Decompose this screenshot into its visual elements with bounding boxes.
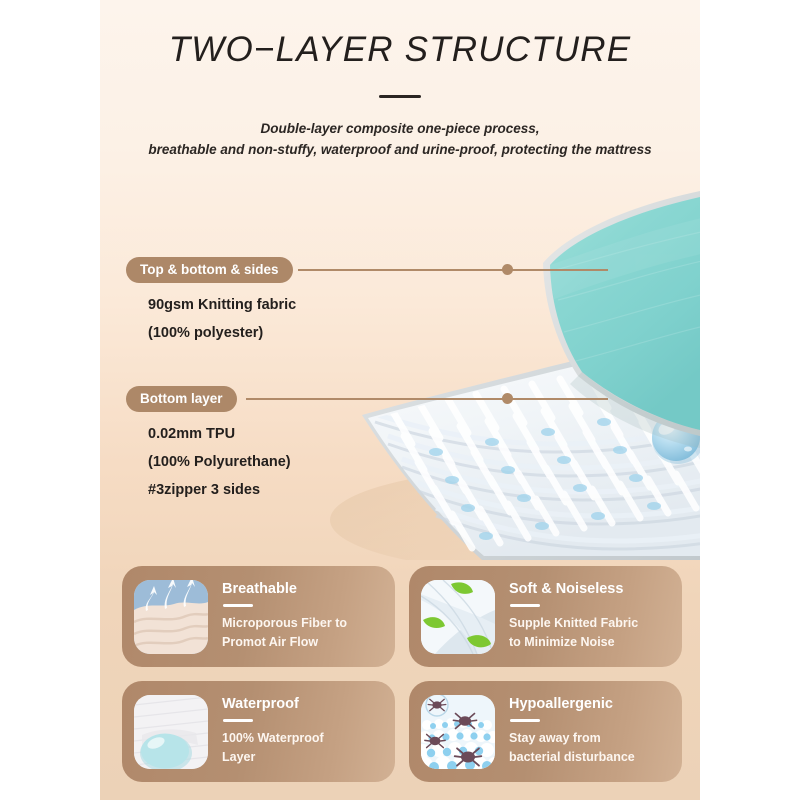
feature-desc-hypoallergenic-line-1: Stay away from [509, 730, 601, 745]
feature-card-text-soft-noiseless: Soft & Noiseless Supple Knitted Fabric t… [495, 581, 646, 652]
callout-top-line-1: 90gsm Knitting fabric [148, 297, 297, 313]
feature-desc-breathable-line-2: Promot Air Flow [222, 634, 319, 649]
leader-dot-top-layer [502, 264, 513, 275]
callout-bottom-line-1: 0.02mm TPU [148, 426, 236, 442]
page-title: TWO−LAYER STRUCTURE [168, 30, 632, 69]
callout-lines-bottom-layer: 0.02mm TPU (100% Polyurethane) #3zipper … [126, 420, 291, 504]
feature-card-soft-noiseless[interactable]: Soft & Noiseless Supple Knitted Fabric t… [409, 566, 682, 667]
title-divider [379, 95, 421, 98]
callout-pill-bottom-layer: Bottom layer [126, 386, 237, 412]
callout-pill-top-layer: Top & bottom & sides [126, 257, 293, 283]
feature-divider-soft-noiseless [510, 604, 540, 607]
feature-card-text-waterproof: Waterproof 100% Waterproof Layer [208, 696, 332, 767]
callout-bottom-layer: Bottom layer 0.02mm TPU (100% Polyuretha… [126, 386, 291, 504]
feature-card-hypoallergenic[interactable]: Hypoallergenic Stay away from bacterial … [409, 681, 682, 782]
feature-card-grid: Breathable Microporous Fiber to Promot A… [122, 566, 682, 782]
feature-desc-soft-noiseless-line-2: to Minimize Noise [509, 634, 615, 649]
leader-line-bottom-layer [246, 398, 608, 400]
feature-card-waterproof[interactable]: Waterproof 100% Waterproof Layer [122, 681, 395, 782]
leader-line-top-layer [298, 269, 608, 271]
subtitle-line-1: Double-layer composite one-piece process… [260, 121, 540, 136]
feature-desc-hypoallergenic-line-2: bacterial disturbance [509, 749, 635, 764]
callout-bottom-line-3: #3zipper 3 sides [148, 482, 261, 498]
dust-mite-lattice-thumbnail [421, 694, 495, 769]
soft-knitted-fabric-leaves-thumbnail [421, 579, 495, 654]
water-droplet-on-fabric-thumbnail [134, 694, 208, 769]
callout-top-layer: Top & bottom & sides 90gsm Knitting fabr… [126, 257, 296, 347]
product-illustration [330, 191, 700, 560]
feature-desc-breathable-line-1: Microporous Fiber to [222, 615, 347, 630]
callout-top-line-2: (100% polyester) [148, 325, 264, 341]
feature-title-breathable: Breathable [222, 581, 297, 598]
content-panel: TWO−LAYER STRUCTURE Double-layer composi… [100, 0, 700, 800]
feature-divider-waterproof [223, 719, 253, 722]
feature-desc-waterproof-line-1: 100% Waterproof [222, 730, 324, 745]
feature-desc-soft-noiseless-line-1: Supple Knitted Fabric [509, 615, 639, 630]
feature-title-soft-noiseless: Soft & Noiseless [509, 581, 624, 598]
callout-bottom-line-2: (100% Polyurethane) [148, 454, 291, 470]
feature-desc-waterproof-line-2: Layer [222, 749, 256, 764]
top-layer-shape [543, 191, 700, 448]
leader-dot-bottom-layer [502, 393, 513, 404]
feature-card-breathable[interactable]: Breathable Microporous Fiber to Promot A… [122, 566, 395, 667]
breathable-fabric-airflow-thumbnail [134, 579, 208, 654]
feature-card-text-breathable: Breathable Microporous Fiber to Promot A… [208, 581, 355, 652]
feature-divider-hypoallergenic [510, 719, 540, 722]
feature-card-text-hypoallergenic: Hypoallergenic Stay away from bacterial … [495, 696, 643, 767]
subtitle-line-2: breathable and non-stuffy, waterproof an… [148, 142, 652, 157]
page-subtitle: Double-layer composite one-piece process… [100, 118, 700, 160]
feature-title-waterproof: Waterproof [222, 696, 299, 713]
callout-lines-top-layer: 90gsm Knitting fabric (100% polyester) [126, 291, 296, 347]
feature-title-hypoallergenic: Hypoallergenic [509, 696, 613, 713]
feature-divider-breathable [223, 604, 253, 607]
